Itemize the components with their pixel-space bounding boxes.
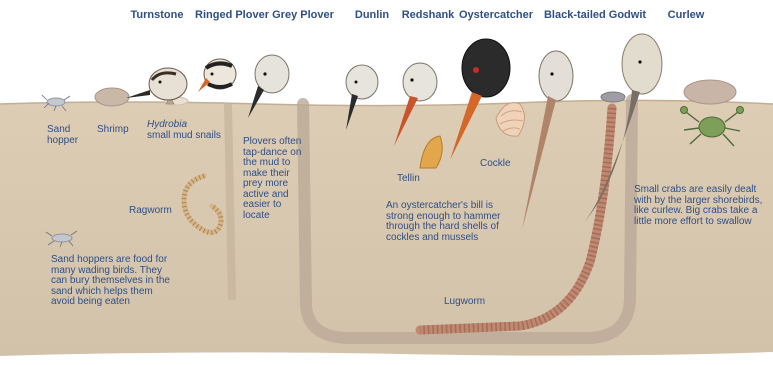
label-lugworm: Lugworm bbox=[444, 297, 485, 308]
bird-name-ringed-plover: Ringed Plover bbox=[195, 9, 269, 21]
bird-name-oystercatcher: Oystercatcher bbox=[459, 9, 533, 21]
bird-name-black-tailed-godwit: Black-tailed Godwit bbox=[544, 9, 646, 21]
label-crabs-note: Small crabs are easily dealt with by the… bbox=[634, 185, 770, 227]
label-hydrobia-genus: Hydrobia bbox=[147, 119, 187, 130]
label-tellin: Tellin bbox=[397, 174, 420, 185]
label-sand-hoppers-note: Sand hoppers are food for many wading bi… bbox=[51, 255, 179, 308]
bird-name-turnstone: Turnstone bbox=[131, 9, 184, 21]
label-oystercatcher-note: An oystercatcher's bill is strong enough… bbox=[386, 201, 508, 243]
bird-name-curlew: Curlew bbox=[668, 9, 705, 21]
shell bbox=[601, 92, 625, 102]
label-hydrobia-common: small mud snails bbox=[147, 130, 221, 141]
turnstone-head-icon bbox=[126, 68, 187, 100]
label-hydrobia: Hydrobia small mud snails bbox=[147, 120, 232, 141]
ringed-plover-head-icon bbox=[198, 59, 236, 92]
bird-name-redshank: Redshank bbox=[402, 9, 455, 21]
label-sand-hopper: Sand hopper bbox=[47, 125, 87, 146]
pebble bbox=[95, 88, 129, 106]
bird-name-grey-plover: Grey Plover bbox=[272, 9, 334, 21]
label-shrimp: Shrimp bbox=[97, 125, 129, 136]
label-plovers-note: Plovers often tap-dance on the mud to ma… bbox=[243, 137, 308, 221]
bird-name-dunlin: Dunlin bbox=[355, 9, 389, 21]
label-ragworm: Ragworm bbox=[129, 206, 172, 217]
pebble bbox=[684, 80, 736, 104]
label-cockle: Cockle bbox=[480, 159, 511, 170]
